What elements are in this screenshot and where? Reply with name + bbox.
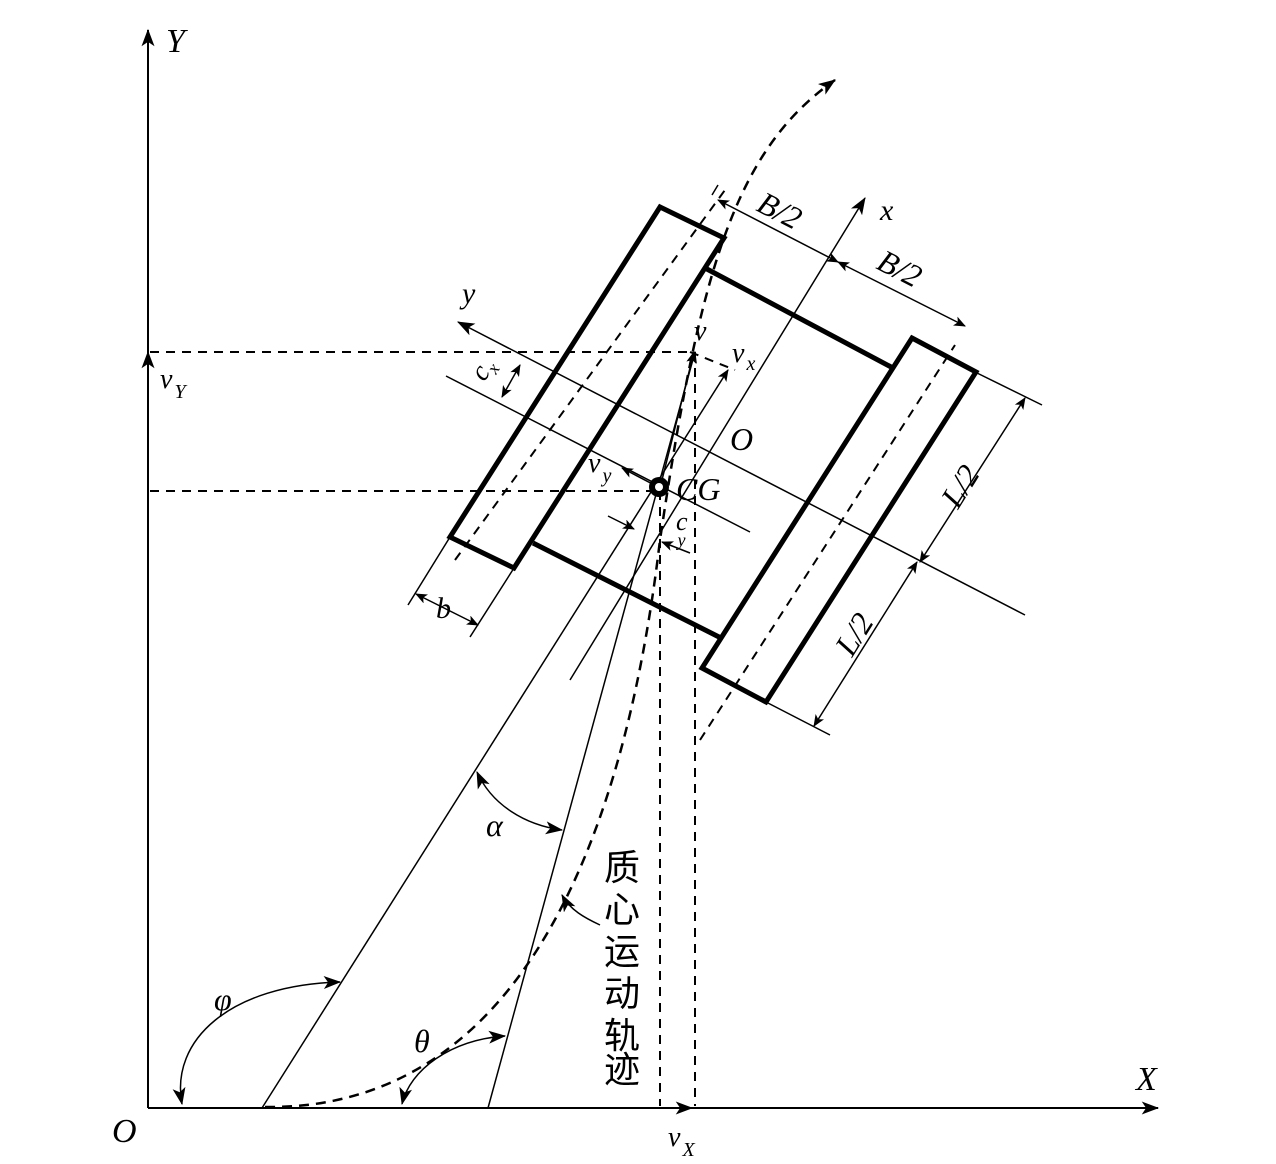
L-half-2-label: L/2: [827, 606, 881, 662]
body-x-axis: [569, 197, 866, 681]
projection-lines: [150, 189, 956, 1106]
B-half-1-arrow: [717, 199, 839, 263]
L-half-1-label: L/2: [933, 458, 987, 514]
y-axis-label: Y: [166, 23, 188, 60]
B-half-1-label: B/2: [752, 184, 808, 236]
centerline-dashed-right: [699, 344, 956, 741]
L-half-2-arrow: [813, 561, 918, 727]
body-origin-label: O: [730, 421, 753, 457]
cg-lateral-line: [445, 375, 751, 533]
angle-arcs: [172, 771, 601, 1106]
cy-arrow-right: [661, 541, 691, 554]
global-axes: [141, 28, 1160, 1115]
body-y-axis: [457, 321, 1026, 616]
reference-lines: [261, 184, 1043, 1109]
body-bottom-edge: [531, 540, 723, 641]
trajectory-char-5: 轨: [604, 1016, 640, 1057]
phi-arc: [172, 975, 342, 1106]
v-vector: [659, 351, 697, 489]
b-arrow: [415, 593, 479, 626]
b-ext-right: [469, 567, 515, 638]
cg-marker: [649, 477, 669, 497]
alpha-label: α: [486, 807, 504, 843]
trajectory-char-2: 心: [604, 890, 640, 931]
theta-arc: [399, 1030, 507, 1106]
trajectory-char-1: 质: [604, 848, 640, 889]
B-ext-left: [711, 184, 719, 196]
cx-label: cx: [464, 352, 504, 387]
trajectory-pointer: [561, 894, 601, 926]
centerline-dashed-left: [454, 189, 726, 561]
L-ext-bottom: [765, 701, 831, 736]
theta-label: θ: [414, 1023, 430, 1059]
L-half-1-arrow: [919, 397, 1026, 563]
dimension-arrows: [415, 199, 1026, 727]
body-x-label: x: [879, 194, 894, 227]
cg-dot-highlight: [655, 483, 663, 491]
body-top-edge: [703, 265, 895, 371]
B-half-2-arrow: [837, 261, 966, 327]
x-axis-label: X: [1134, 1061, 1158, 1098]
trajectory-char-4: 动: [604, 974, 640, 1015]
phi-label: φ: [214, 981, 232, 1017]
cg-label: CG: [676, 471, 720, 507]
body-y-label: y: [459, 277, 476, 310]
trajectory-char-6: 迹: [604, 1050, 640, 1091]
alpha-arc: [476, 771, 564, 835]
cy-arrow-left: [607, 515, 635, 530]
v-label: v: [694, 316, 707, 347]
origin-label: O: [112, 1113, 137, 1150]
trajectory-char-3: 运: [604, 932, 640, 973]
L-ext-top: [974, 371, 1043, 406]
cx-arrow: [501, 364, 521, 398]
b-ext-left: [407, 536, 451, 606]
vY-projection-tick: [689, 351, 736, 371]
trajectory-label: 质 心 运 动 轨 迹: [604, 848, 640, 1091]
B-half-2-label: B/2: [872, 242, 928, 294]
b-label: b: [436, 592, 451, 625]
